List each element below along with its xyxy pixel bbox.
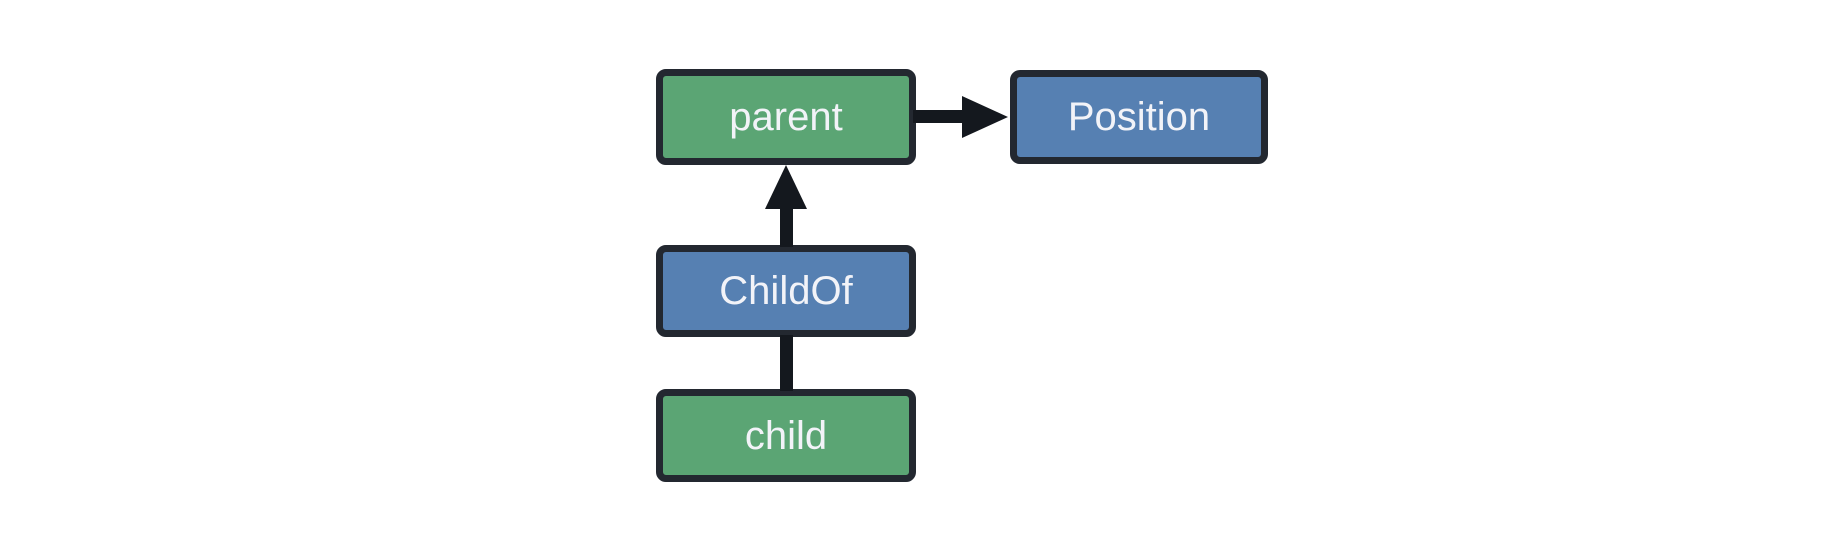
edge-child-to-childof-line	[780, 335, 793, 391]
node-parent-label: parent	[729, 95, 843, 139]
edge-parent-to-position-shaft	[913, 110, 968, 123]
node-child-label: child	[744, 413, 828, 458]
node-parent: parent	[656, 69, 916, 165]
edge-childof-to-parent-shaft	[780, 204, 793, 247]
node-child: child	[656, 389, 916, 482]
node-childof: ChildOf	[656, 245, 916, 337]
node-childof-label: ChildOf	[719, 269, 853, 313]
arrowhead-right-icon	[962, 96, 1008, 138]
arrowhead-up-icon	[765, 165, 807, 209]
node-position: Position	[1010, 70, 1268, 164]
node-position-label: Position	[1067, 95, 1211, 139]
